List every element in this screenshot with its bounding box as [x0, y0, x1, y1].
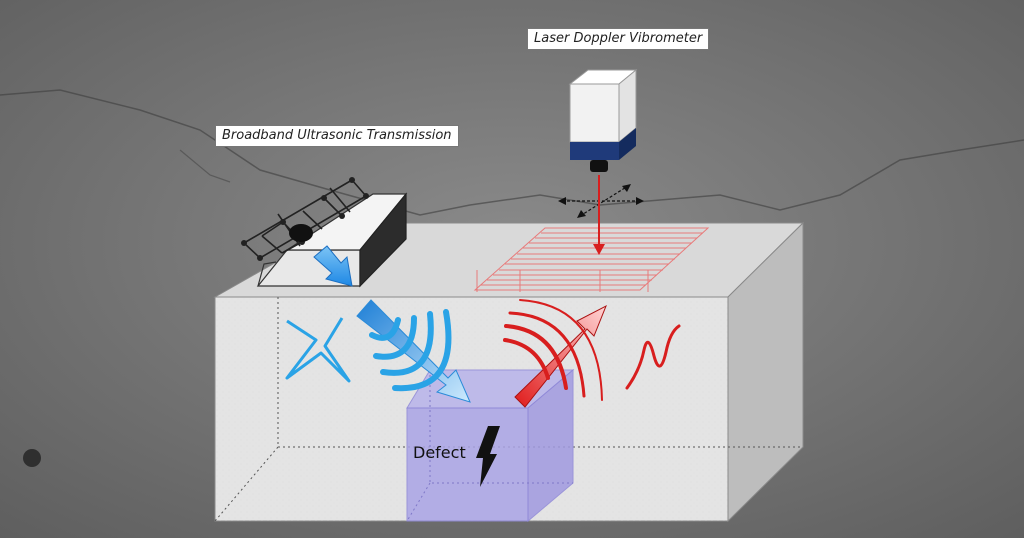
ultrasonic-transmission-label: Broadband Ultrasonic Transmission [215, 125, 459, 147]
shear-wave-icon [285, 317, 351, 383]
scan-grid [473, 227, 710, 292]
background-crack [0, 89, 1024, 216]
red-squiggle-icon [625, 324, 681, 390]
crack-icon [476, 426, 500, 487]
scan-arrow-down [577, 210, 586, 218]
scan-arrow-right [636, 197, 644, 205]
laser-beam-head [593, 244, 605, 255]
defect-label: Defect [413, 443, 466, 462]
transducer-blue-arrow [313, 245, 353, 287]
scan-arrow-left [558, 197, 566, 205]
background-crack-2 [179, 149, 231, 183]
scan-arrow-up [622, 184, 631, 192]
ultrasonic-wave-arcs [369, 309, 452, 392]
scan-direction-arrows [562, 185, 640, 217]
ultrasonic-transducer-icon [241, 177, 408, 288]
background-pit [23, 449, 41, 467]
transmission-blue-arrow [356, 299, 471, 403]
laser-vibrometer-label: Laser Doppler Vibrometer [527, 28, 710, 50]
laser-vibrometer-icon [568, 68, 638, 172]
hidden-edge-diagonal [214, 446, 279, 522]
defect-cube-front [406, 407, 529, 522]
laser-wave-arcs [503, 299, 603, 401]
